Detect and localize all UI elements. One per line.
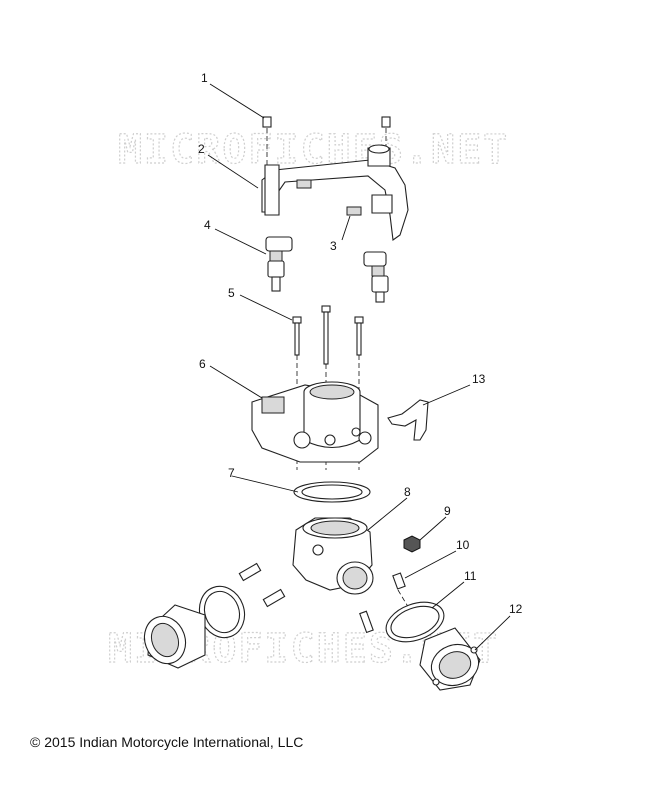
part-9-nut (403, 535, 421, 553)
part-4-injector-right (363, 251, 389, 303)
callout-8: 8 (404, 485, 411, 499)
callout-10: 10 (456, 538, 470, 552)
callout-4: 4 (204, 218, 211, 232)
callout-5: 5 (228, 286, 235, 300)
part-10-bolts (359, 572, 411, 634)
callout-3: 3 (330, 239, 337, 253)
part-6-throttle-body (251, 381, 379, 463)
callout-7: 7 (228, 466, 235, 480)
callout-11: 11 (464, 569, 477, 583)
leader-lines (207, 83, 511, 651)
callout-12: 12 (509, 602, 523, 616)
callout-13: 13 (472, 372, 486, 386)
callout-6: 6 (199, 357, 206, 371)
part-11-clamp (385, 601, 445, 643)
part-13-bracket (387, 399, 429, 441)
part-7-gasket (293, 481, 371, 503)
part-4-injector-left (265, 236, 293, 292)
part-2-fuel-rail (261, 144, 409, 241)
part-8-manifold (292, 517, 374, 595)
part-12-intake-boot-right (419, 627, 481, 691)
intake-boot-left (143, 562, 286, 669)
callout-1: 1 (201, 71, 208, 85)
part-1-bolt-left (262, 116, 272, 170)
callout-9: 9 (444, 504, 451, 518)
copyright-text: © 2015 Indian Motorcycle International, … (30, 734, 304, 750)
callout-2: 2 (198, 142, 205, 156)
